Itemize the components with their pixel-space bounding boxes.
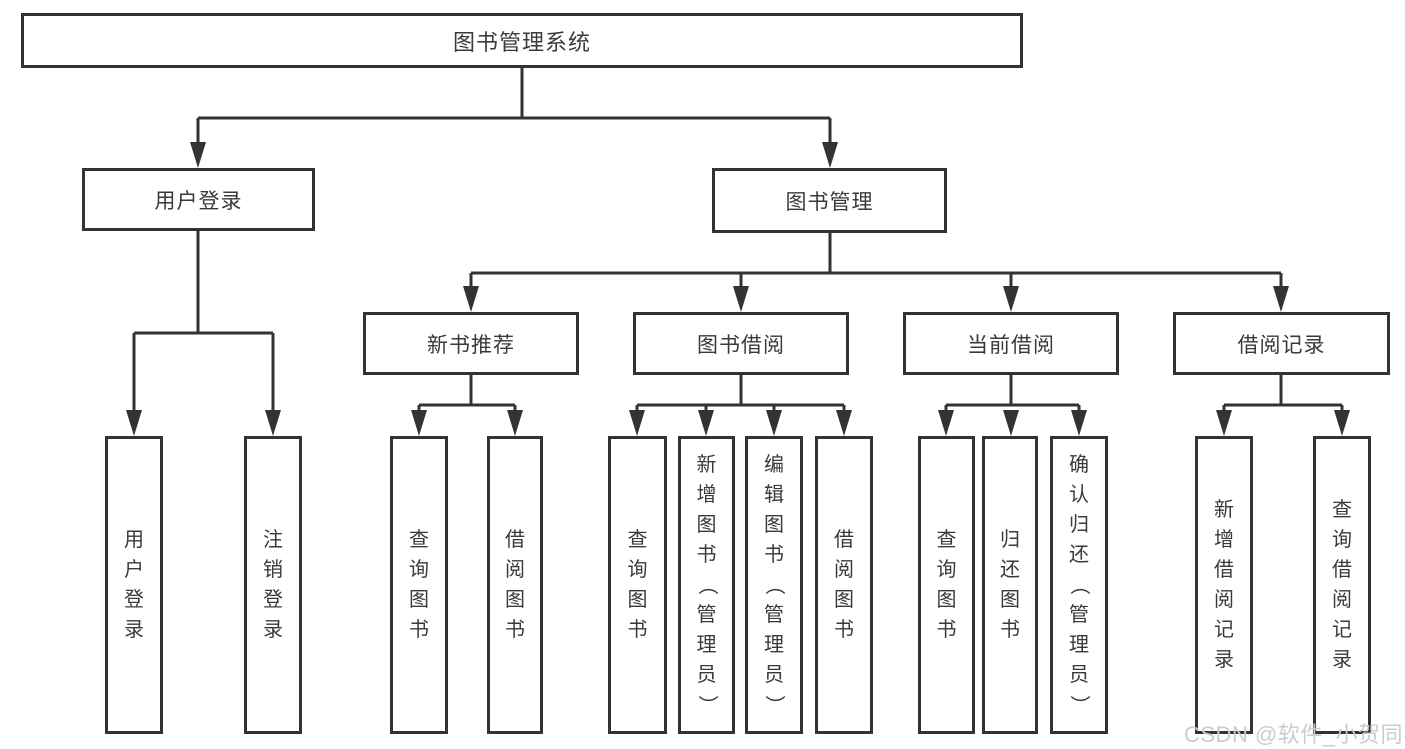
leaf-bb-add-books-admin: 新增图书（管理员） — [678, 436, 735, 734]
node-new-book-recommend: 新书推荐 — [363, 312, 579, 375]
node-label: 查询图书 — [936, 529, 957, 641]
node-label: 图书管理系统 — [452, 29, 591, 55]
leaf-nb-borrow-books: 借阅图书 — [487, 436, 543, 734]
leaf-br-query-record: 查询借阅记录 — [1313, 436, 1371, 734]
node-label: 借阅图书 — [834, 529, 854, 641]
node-label: 借阅记录 — [1237, 333, 1326, 357]
node-label: 新增借阅记录 — [1214, 499, 1234, 671]
node-label: 用户登录 — [124, 529, 144, 641]
node-user-login: 用户登录 — [82, 168, 315, 231]
node-label: 图书管理 — [785, 190, 874, 214]
leaf-nb-query-books: 查询图书 — [390, 436, 448, 734]
node-label: 查询图书 — [409, 529, 429, 641]
node-root: 图书管理系统 — [21, 13, 1023, 68]
leaf-br-add-record: 新增借阅记录 — [1195, 436, 1253, 734]
leaf-logout: 注销登录 — [244, 436, 302, 734]
leaf-cb-return-books: 归还图书 — [982, 436, 1038, 734]
node-label: 归还图书 — [1000, 529, 1020, 641]
node-label: 新书推荐 — [427, 333, 515, 357]
node-label: 借阅图书 — [505, 529, 525, 641]
leaf-cb-confirm-return-admin: 确认归还（管理员） — [1050, 436, 1108, 734]
node-label: 图书借阅 — [697, 333, 785, 357]
node-label: 用户登录 — [154, 189, 243, 213]
leaf-cb-query-books: 查询图书 — [918, 436, 975, 734]
watermark: CSDN @软件_小贺同学 — [1184, 722, 1405, 747]
node-current-borrowing: 当前借阅 — [903, 312, 1119, 375]
node-label: 当前借阅 — [967, 333, 1055, 357]
node-label: 注销登录 — [263, 529, 283, 641]
node-label: 查询图书 — [627, 529, 648, 641]
leaf-user-login: 用户登录 — [105, 436, 163, 734]
node-borrowing-records: 借阅记录 — [1173, 312, 1390, 375]
node-label: 查询借阅记录 — [1332, 499, 1352, 671]
node-label: 新增图书（管理员） — [695, 454, 718, 715]
node-book-management: 图书管理 — [712, 168, 947, 233]
node-label: 编辑图书（管理员） — [763, 454, 785, 715]
node-book-borrowing: 图书借阅 — [633, 312, 849, 375]
leaf-bb-edit-books-admin: 编辑图书（管理员） — [745, 436, 803, 734]
leaf-bb-query-books: 查询图书 — [608, 436, 667, 734]
node-label: 确认归还（管理员） — [1068, 454, 1090, 715]
leaf-bb-borrow-books: 借阅图书 — [815, 436, 873, 734]
